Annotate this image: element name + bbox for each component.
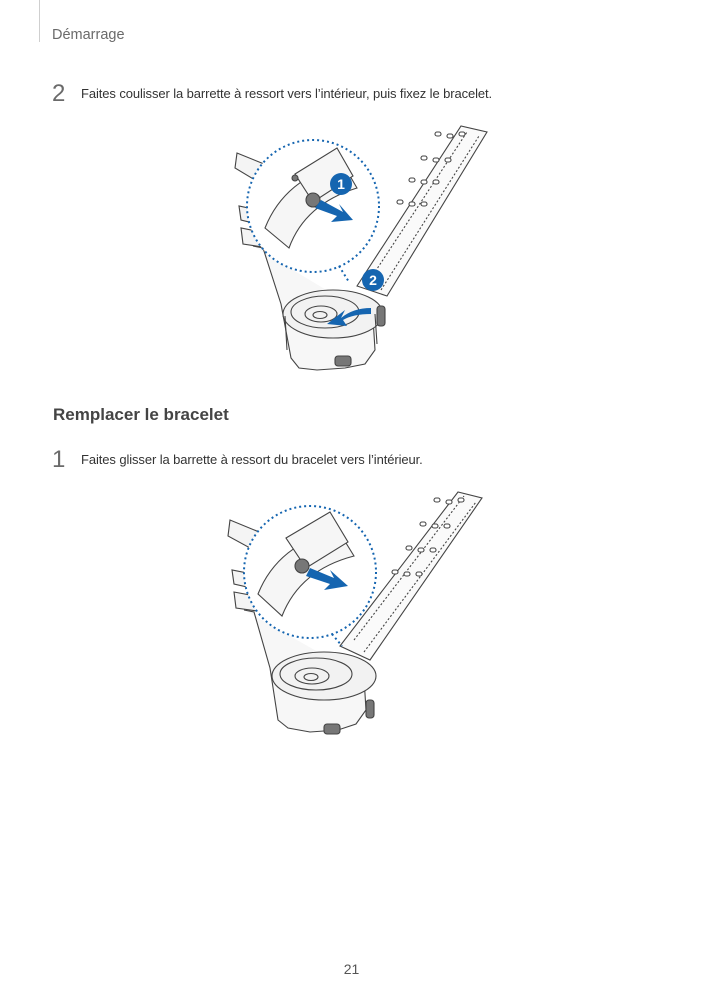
watch-band-attach-illustration: 1 2 [234, 125, 488, 371]
callout-2: 2 [369, 272, 377, 288]
watch-band-remove-illustration [227, 491, 483, 735]
step-text: Faites coulisser la barrette à ressort v… [81, 86, 493, 101]
section-label: Démarrage [52, 27, 125, 43]
callout-1: 1 [337, 176, 345, 192]
step-number: 1 [52, 446, 66, 473]
section-heading: Remplacer le bracelet [53, 405, 229, 424]
step-text: Faites glisser la barrette à ressort du … [81, 452, 423, 467]
page-edge-line [39, 0, 40, 42]
page-number: 21 [343, 961, 360, 977]
step-number: 2 [52, 80, 66, 107]
